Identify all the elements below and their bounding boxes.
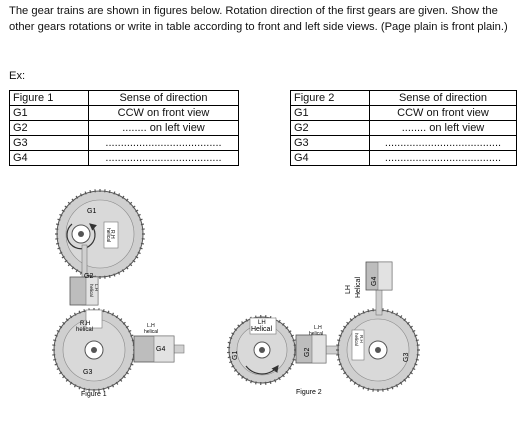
g3-label: G3 — [403, 353, 410, 362]
g2-hand-label: L.H — [94, 284, 99, 291]
table-header-row: Figure 1 Sense of direction — [9, 90, 239, 106]
table-row: G2 ........ on left view — [290, 120, 517, 136]
rotation-arrow-icon — [245, 365, 279, 375]
g4-type-label: Helical — [355, 277, 362, 298]
g2-label: G2 — [304, 348, 311, 357]
g1-label: G1 — [232, 351, 239, 360]
table-row: G1 CCW on front view — [9, 105, 239, 121]
g1-label: G1 — [87, 208, 96, 215]
gear-teeth — [336, 308, 420, 392]
gear-cell: G4 — [290, 150, 370, 166]
g4-type-label: helical — [144, 329, 158, 335]
direction-cell: ...................................... — [88, 150, 239, 166]
g2-type-label: helical — [89, 284, 94, 297]
g1-type-label: helical — [105, 228, 111, 242]
g3-hand-label: R.H — [359, 335, 364, 343]
header-direction: Sense of direction — [88, 90, 239, 106]
table-row: G1 CCW on front view — [290, 105, 517, 121]
direction-cell: ...................................... — [369, 135, 517, 151]
figure2-gear-g1: LH Helical G1 — [227, 315, 297, 385]
figure2-caption: Figure 2 — [296, 389, 322, 396]
figure1-caption: Figure 1 — [81, 391, 107, 398]
header-direction: Sense of direction — [369, 90, 517, 106]
figure1-diagram: G1 R.H helical G2 L.H helical R.H helica… — [52, 189, 185, 398]
gear-cell: G4 — [9, 150, 89, 166]
g4-hand-label: LH — [345, 285, 352, 294]
g2-type-label: helical — [309, 331, 323, 337]
g4-label: G4 — [156, 346, 165, 353]
rotation-arrow-icon — [66, 223, 97, 250]
direction-cell: CCW on front view — [369, 105, 517, 121]
example-label: Ex: — [9, 70, 26, 82]
table-row: G4 .....................................… — [290, 150, 517, 166]
direction-cell: ........ on left view — [369, 120, 517, 136]
g1-hand-label: R.H — [109, 230, 115, 239]
g1-hand-label: LH — [258, 320, 266, 326]
gear-cell: G3 — [290, 135, 370, 151]
direction-cell: ...................................... — [369, 150, 517, 166]
table-header-row: Figure 2 Sense of direction — [290, 90, 517, 106]
table-row: G3 .....................................… — [290, 135, 517, 151]
figure2-gear-g4: G4 LH Helical — [345, 261, 393, 298]
g3-type-label: helical — [354, 333, 359, 346]
figure1-gear-g1: G1 R.H helical — [55, 189, 145, 279]
g3-label: G3 — [83, 369, 92, 376]
g3-type-label: helical — [76, 327, 93, 333]
g4-label: G4 — [371, 277, 378, 286]
g2-hand-label: L.H — [314, 325, 322, 331]
table-row: G4 .....................................… — [9, 150, 239, 166]
g4-hand-label: L.H — [147, 323, 155, 329]
g3-hand-label: R.H — [80, 321, 90, 327]
header-figure: Figure 2 — [290, 90, 370, 106]
instructions-paragraph: The gear trains are shown in figures bel… — [9, 5, 508, 33]
figure2-gear-g2: G2 L.H helical — [295, 325, 327, 364]
table-row: G3 .....................................… — [9, 135, 239, 151]
direction-cell: ........ on left view — [88, 120, 239, 136]
direction-cell: ...................................... — [88, 135, 239, 151]
figure1-gear-g3: R.H helical G3 — [52, 308, 136, 392]
figure2-gear-g3: R.H helical G3 — [336, 308, 420, 392]
figure1-direction-table: Figure 1 Sense of direction G1 CCW on fr… — [9, 90, 239, 166]
g1-type-label: Helical — [251, 326, 272, 333]
figure2-diagram: LH Helical G1 G2 L.H helical R.H helical… — [227, 261, 420, 396]
figure2-direction-table: Figure 2 Sense of direction G1 CCW on fr… — [290, 90, 517, 166]
figure1-gear-g4: G4 L.H helical — [133, 323, 175, 363]
g2-label: G2 — [84, 273, 93, 280]
figure1-gear-g2: G2 L.H helical — [69, 273, 99, 306]
